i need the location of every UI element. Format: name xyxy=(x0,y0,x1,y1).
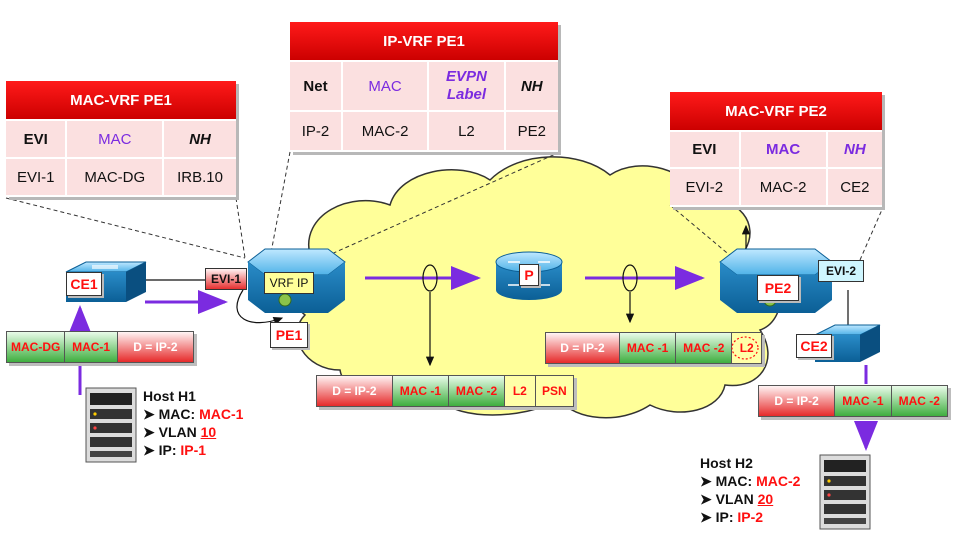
cell-mac: MAC-DG xyxy=(66,158,165,197)
packet-field: D = IP-2 xyxy=(117,332,193,362)
cell-nh: PE2 xyxy=(504,111,558,152)
label-highlight-icon xyxy=(731,336,759,360)
mac-vrf-pe2-title: MAC-VRF PE2 xyxy=(670,92,882,132)
host-h2-vlan: ➤ VLAN 20 xyxy=(700,491,774,507)
cell-nh: IRB.10 xyxy=(163,158,236,197)
col-mac: MAC xyxy=(739,131,828,169)
pe1-label: PE1 xyxy=(270,322,308,348)
packet-field: MAC -1 xyxy=(835,386,892,416)
cell-mac: MAC-2 xyxy=(739,168,828,207)
packet-field: MAC -1 xyxy=(619,333,677,363)
ip-vrf-pe1-table: IP-VRF PE1 Net MAC EVPN Label NH IP-2 MA… xyxy=(290,22,558,152)
col-net: Net xyxy=(290,61,343,112)
cell-nh: CE2 xyxy=(826,168,882,207)
ce1-label: CE1 xyxy=(66,272,102,296)
col-nh: NH xyxy=(163,120,236,159)
cell-evpn-label: L2 xyxy=(428,111,506,152)
col-evpn-label: EVPN Label xyxy=(428,61,506,112)
packet-field: D = IP-2 xyxy=(546,333,620,363)
mac-vrf-pe1-title: MAC-VRF PE1 xyxy=(6,81,236,121)
ip-vrf-pe1-title: IP-VRF PE1 xyxy=(290,22,558,62)
pe2-label: PE2 xyxy=(757,275,799,301)
packet-right: D = IP-2 MAC -1 MAC -2 xyxy=(758,385,948,417)
host-h1-info: Host H1 ➤ MAC: MAC-1 ➤ VLAN 10 ➤ IP: IP-… xyxy=(143,387,243,459)
host-h1-server-icon xyxy=(85,387,137,463)
evi2-tag: EVI-2 xyxy=(818,260,864,282)
packet-field: MAC -1 xyxy=(392,376,449,406)
vrf-ip-tag: VRF IP xyxy=(264,272,314,294)
packet-field: MAC-1 xyxy=(65,332,118,362)
col-mac: MAC xyxy=(66,120,165,159)
cell-evi: EVI-1 xyxy=(6,158,68,197)
packet-field: MAC -2 xyxy=(676,333,733,363)
host-h1-ip: ➤ IP: IP-1 xyxy=(143,442,207,458)
host-h1-title: Host H1 xyxy=(143,388,196,404)
host-h2-server-icon xyxy=(819,454,871,530)
p-label: P xyxy=(519,264,539,286)
host-h2-ip: ➤ IP: IP-2 xyxy=(700,509,764,525)
cell-net: IP-2 xyxy=(290,111,343,152)
packet-field: L2 xyxy=(732,333,761,363)
cell-evi: EVI-2 xyxy=(670,168,741,207)
host-h1-vlan: ➤ VLAN 10 xyxy=(143,424,217,440)
packet-field: MAC-DG xyxy=(7,332,66,362)
packet-field: D = IP-2 xyxy=(317,376,393,406)
mac-vrf-pe1-table: MAC-VRF PE1 EVI MAC NH EVI-1 MAC-DG IRB.… xyxy=(6,81,236,197)
ce2-label: CE2 xyxy=(796,334,832,358)
packet-core2: D = IP-2 MAC -1 MAC -2 L2 xyxy=(545,332,762,364)
col-nh: NH xyxy=(826,131,882,169)
host-h2-info: Host H2 ➤ MAC: MAC-2 ➤ VLAN 20 ➤ IP: IP-… xyxy=(700,454,800,526)
packet-field: D = IP-2 xyxy=(759,386,836,416)
host-h2-mac: ➤ MAC: MAC-2 xyxy=(700,473,801,489)
mac-vrf-pe2-table: MAC-VRF PE2 EVI MAC NH EVI-2 MAC-2 CE2 xyxy=(670,92,882,207)
col-evi: EVI xyxy=(6,120,68,159)
cell-mac: MAC-2 xyxy=(341,111,430,152)
col-evi: EVI xyxy=(670,131,741,169)
host-h1-mac: ➤ MAC: MAC-1 xyxy=(143,406,244,422)
packet-core1: D = IP-2 MAC -1 MAC -2 L2 PSN xyxy=(316,375,574,407)
col-mac: MAC xyxy=(341,61,430,112)
packet-left: MAC-DG MAC-1 D = IP-2 xyxy=(6,331,194,363)
packet-field: MAC -2 xyxy=(891,386,947,416)
evi1-tag: EVI-1 xyxy=(205,268,247,290)
host-h2-title: Host H2 xyxy=(700,455,753,471)
col-nh: NH xyxy=(504,61,558,112)
packet-field: MAC -2 xyxy=(448,376,506,406)
packet-field: L2 xyxy=(505,376,536,406)
packet-field: PSN xyxy=(535,376,573,406)
